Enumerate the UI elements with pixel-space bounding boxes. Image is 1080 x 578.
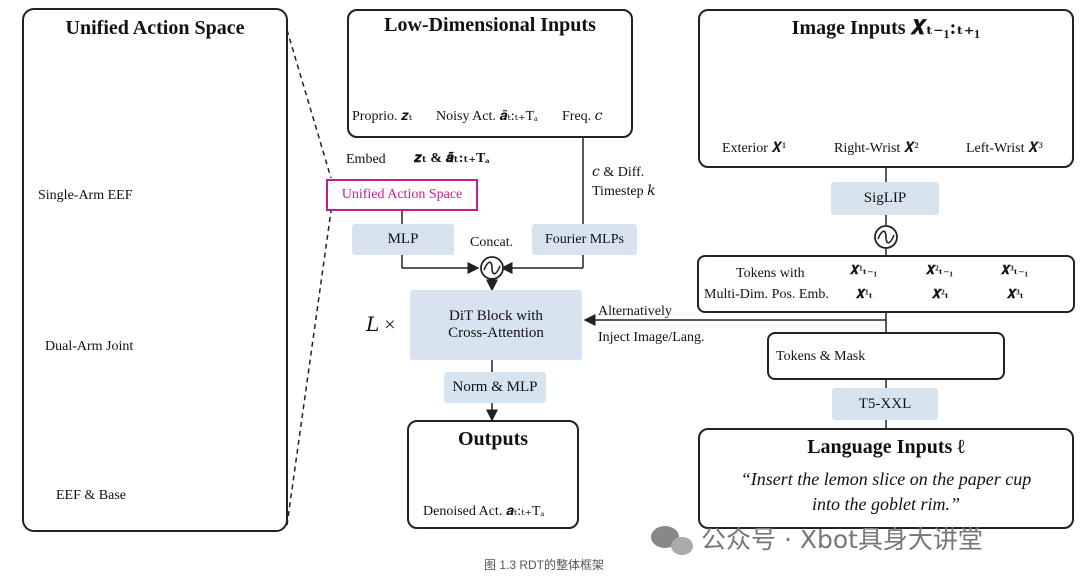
- watermark-text: 公众号 · Xbot具身大讲堂: [701, 525, 983, 554]
- freq-diff-label-1: 𝑐 & Diff.: [592, 165, 645, 180]
- freq-diff-label-2: Timestep 𝑘: [592, 184, 656, 199]
- robot-label-dual-arm: Dual-Arm Joint: [45, 339, 134, 354]
- unified-action-space-title: Unified Action Space: [65, 17, 245, 39]
- view-label-right-wrist: Right-Wrist 𝑿²: [834, 141, 919, 156]
- proprio-label: Proprio. 𝒛ₜ: [352, 109, 413, 124]
- mlp-box: MLP: [352, 224, 454, 255]
- tokens-pos-label-1: Tokens with: [736, 266, 805, 281]
- tokens-pos-emb-box: [697, 255, 1075, 313]
- language-quote-2: into the goblet rim.”: [812, 494, 960, 514]
- alternatively-label: Alternatively: [598, 304, 672, 319]
- view-label-exterior: Exterior 𝑿¹: [722, 141, 787, 156]
- view-label-left-wrist: Left-Wrist 𝑿³: [966, 141, 1043, 156]
- token-sym-top-3: 𝑿³ₜ₋₁: [1001, 263, 1029, 277]
- robot-label-single-arm: Single-Arm EEF: [38, 188, 133, 203]
- token-sym-bot-3: 𝑿³ₜ: [1007, 287, 1025, 301]
- language-inputs-title: Language Inputs ℓ: [807, 436, 965, 458]
- unified-action-space-box: Unified Action Space: [326, 179, 478, 211]
- dit-block-box: DiT Block with Cross-Attention: [410, 290, 582, 360]
- language-quote-1: “Insert the lemon slice on the paper cup: [740, 469, 1032, 489]
- image-inputs-title: Image Inputs 𝑿ₜ₋₁:ₜ₊₁: [791, 17, 981, 39]
- noisy-action-label: Noisy Act. 𝒂̃ₜ:ₜ₊Tₐ: [436, 109, 538, 124]
- denoised-action-label: Denoised Act. 𝒂ₜ:ₜ₊Tₐ: [423, 504, 545, 519]
- concat-symbol-icon: [480, 256, 504, 280]
- inject-image-lang-label: Inject Image/Lang.: [598, 330, 705, 345]
- outputs-title: Outputs: [457, 428, 529, 450]
- image-inputs-panel: [698, 9, 1074, 168]
- figure-caption: 图 1.3 RDT的整体框架: [484, 558, 605, 572]
- embed-label: Embed: [346, 152, 386, 167]
- token-sym-bot-2: 𝑿²ₜ: [932, 287, 950, 301]
- concat-symbol-2-icon: [874, 225, 898, 249]
- tokens-pos-label-2: Multi-Dim. Pos. Emb.: [704, 287, 829, 302]
- token-sym-top-1: 𝑿¹ₜ₋₁: [850, 263, 878, 277]
- t5-xxl-box: T5-XXL: [832, 388, 938, 420]
- frequency-label: Freq. 𝑐: [562, 109, 603, 124]
- low-dim-inputs-title: Low-Dimensional Inputs: [384, 14, 596, 36]
- tokens-mask-box: [767, 332, 1005, 380]
- layers-multiplier-label: 𝐿 ×: [366, 314, 396, 336]
- token-sym-bot-1: 𝑿¹ₜ: [856, 287, 874, 301]
- token-sym-top-2: 𝑿²ₜ₋₁: [926, 263, 954, 277]
- fourier-mlps-box: Fourier MLPs: [532, 224, 637, 255]
- unified-action-space-panel: [22, 8, 288, 532]
- dit-label-1: DiT Block with: [449, 308, 543, 324]
- norm-mlp-box: Norm & MLP: [444, 372, 546, 403]
- language-inputs-panel: [698, 428, 1074, 529]
- outputs-panel: [407, 420, 579, 529]
- z-and-a-label: 𝒛ₜ & 𝒂̃ₜ:ₜ₊Tₐ: [414, 151, 490, 166]
- siglip-box: SigLIP: [831, 182, 939, 215]
- wechat-logo-icon: [651, 526, 693, 555]
- robot-label-eef-base: EEF & Base: [56, 488, 126, 503]
- concat-label: Concat.: [470, 235, 514, 250]
- tokens-mask-label: Tokens & Mask: [776, 349, 866, 364]
- dit-label-2: Cross-Attention: [448, 325, 544, 341]
- low-dim-inputs-panel: [347, 9, 633, 138]
